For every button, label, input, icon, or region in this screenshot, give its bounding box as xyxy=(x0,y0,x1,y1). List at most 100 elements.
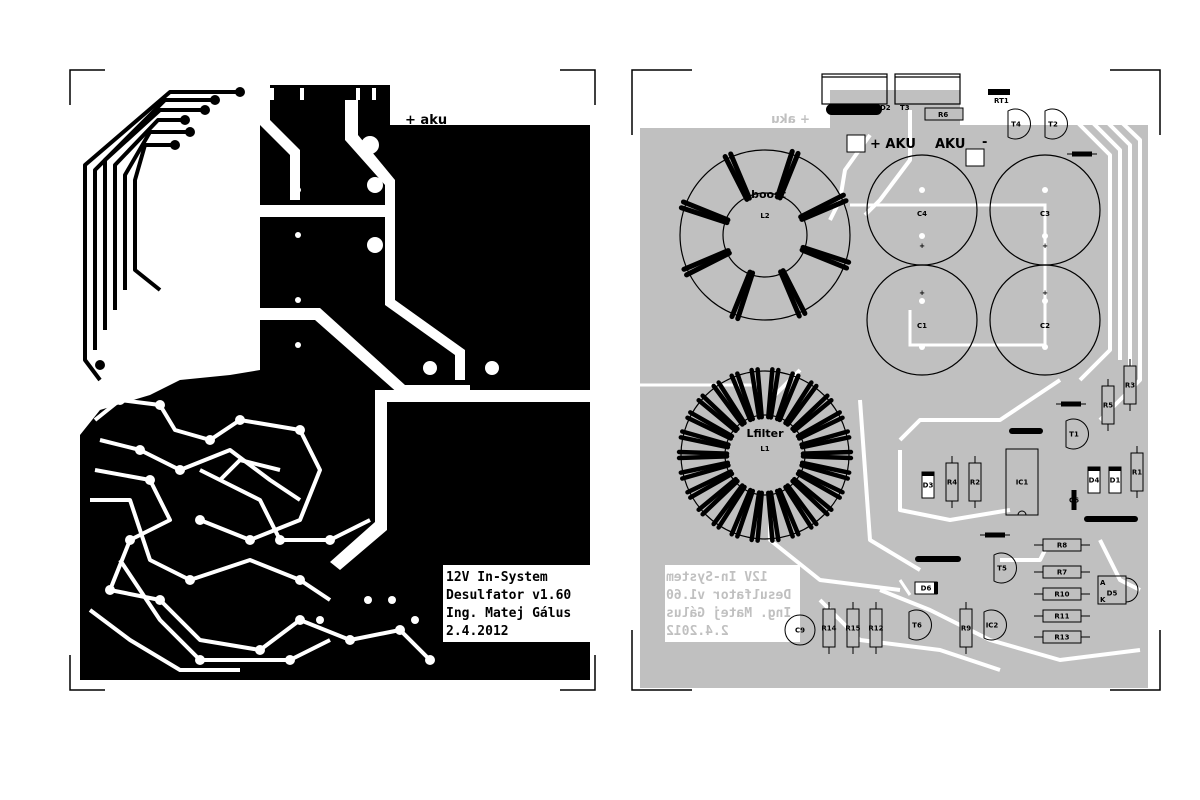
winding xyxy=(778,269,802,319)
component-r7: R7 xyxy=(1034,565,1090,579)
winding xyxy=(800,244,852,265)
component-d4: D4 xyxy=(1087,466,1101,494)
winding xyxy=(785,483,819,527)
winding xyxy=(790,478,830,517)
silk-title-line: 2.4.2012 xyxy=(666,624,729,639)
component-t2: T2 xyxy=(1044,108,1068,140)
part-label: T5 xyxy=(997,565,1007,573)
winding xyxy=(716,484,747,530)
part-label: R12 xyxy=(868,625,883,633)
part-label: D6 xyxy=(921,585,932,593)
component-t6: T6 xyxy=(908,609,932,641)
winding xyxy=(796,415,845,441)
copper-layer: + aku 12V In-System Desulfator v1.60 Ing… xyxy=(80,85,590,680)
component-r5: R5 xyxy=(1101,379,1115,431)
part-label: R6 xyxy=(938,111,948,119)
winding xyxy=(798,192,846,220)
component-r14: R14 xyxy=(821,602,837,654)
winding xyxy=(700,393,740,432)
part-label: R14 xyxy=(821,625,836,633)
component-c8: C8 xyxy=(980,532,1010,540)
winding xyxy=(755,367,764,420)
component-d5: D5 xyxy=(1107,590,1118,598)
component-t5: T5 xyxy=(993,552,1017,584)
crop-marks xyxy=(69,69,1161,691)
part-label: R9 xyxy=(961,625,971,633)
winding xyxy=(800,454,854,461)
aku-minus-label: AKU xyxy=(935,137,965,152)
plus-mark: + xyxy=(919,289,925,297)
part-label: D3 xyxy=(923,482,934,490)
inductor-name: Lboost xyxy=(744,188,786,201)
winding xyxy=(774,148,795,200)
winding xyxy=(728,151,752,201)
copper-title-line: Ing. Matej Gálus xyxy=(446,606,571,621)
component-d1: D1 xyxy=(1108,466,1122,494)
copper-title-line: 2.4.2012 xyxy=(446,624,509,639)
part-label: R5 xyxy=(1103,402,1113,410)
winding xyxy=(681,248,731,272)
winding xyxy=(799,198,849,222)
part-label: C9 xyxy=(795,627,805,635)
component-r3: R3 xyxy=(1123,359,1137,411)
winding xyxy=(680,199,731,223)
winding xyxy=(676,449,730,456)
winding xyxy=(800,449,854,456)
component-r11: R11 xyxy=(1034,609,1090,623)
winding xyxy=(785,383,819,427)
component-r13: R13 xyxy=(1034,630,1090,644)
part-label: C8 xyxy=(990,532,1000,540)
component-c5: C5 xyxy=(1056,401,1086,409)
part-label: IC1 xyxy=(1016,479,1029,487)
component-c9: C9 xyxy=(784,614,816,646)
silk-title-line: Desulfator v1.60 xyxy=(666,588,791,603)
winding xyxy=(700,478,740,517)
winding xyxy=(729,373,753,423)
plus-mark: + xyxy=(1042,289,1048,297)
component-r10: R10 xyxy=(1034,587,1090,601)
part-label: R10 xyxy=(1054,591,1069,599)
component-ic2: IC2 xyxy=(983,609,1007,641)
winding xyxy=(688,410,735,439)
part-label: R8 xyxy=(1057,542,1067,550)
component-c6: C6 xyxy=(1069,490,1079,510)
copper-title-line: Desulfator v1.60 xyxy=(446,588,571,603)
inductor-l2: Lboost L2 xyxy=(678,148,852,322)
component-d3: D3 xyxy=(921,471,935,499)
inductor-ref: L2 xyxy=(760,212,769,220)
component-ic1: IC1 xyxy=(1005,448,1039,516)
winding xyxy=(774,488,795,539)
winding xyxy=(796,469,845,495)
part-label: D2 xyxy=(880,104,891,112)
cap-label: C2 xyxy=(1040,322,1050,330)
winding xyxy=(777,373,801,423)
plus-mark: + xyxy=(919,242,925,250)
part-label: C7 xyxy=(1077,151,1087,159)
component-c7: C7 xyxy=(1067,151,1097,159)
winding xyxy=(749,367,762,420)
winding xyxy=(799,247,850,271)
part-label: RT1 xyxy=(994,97,1009,105)
winding xyxy=(766,490,775,543)
cap-label: C3 xyxy=(1040,210,1050,218)
winding xyxy=(766,367,775,420)
copper-aku-label: + aku xyxy=(405,113,447,128)
inductor-ref: L1 xyxy=(760,445,769,453)
part-label: R4 xyxy=(947,479,957,487)
part-label: R7 xyxy=(1057,569,1067,577)
winding xyxy=(678,435,731,450)
winding xyxy=(685,469,734,495)
part-label: D4 xyxy=(1089,477,1100,485)
part-label: R11 xyxy=(1054,613,1069,621)
plus-mark: + xyxy=(1042,242,1048,250)
winding xyxy=(768,367,781,420)
silk-title-line: 12V In-System xyxy=(666,570,768,585)
winding xyxy=(774,371,795,422)
part-label: R2 xyxy=(970,479,980,487)
component-r15: R15 xyxy=(845,602,861,654)
part-label: D5 xyxy=(1107,590,1118,598)
winding xyxy=(711,483,745,527)
part-label: C5 xyxy=(1066,401,1076,409)
winding xyxy=(768,490,781,543)
